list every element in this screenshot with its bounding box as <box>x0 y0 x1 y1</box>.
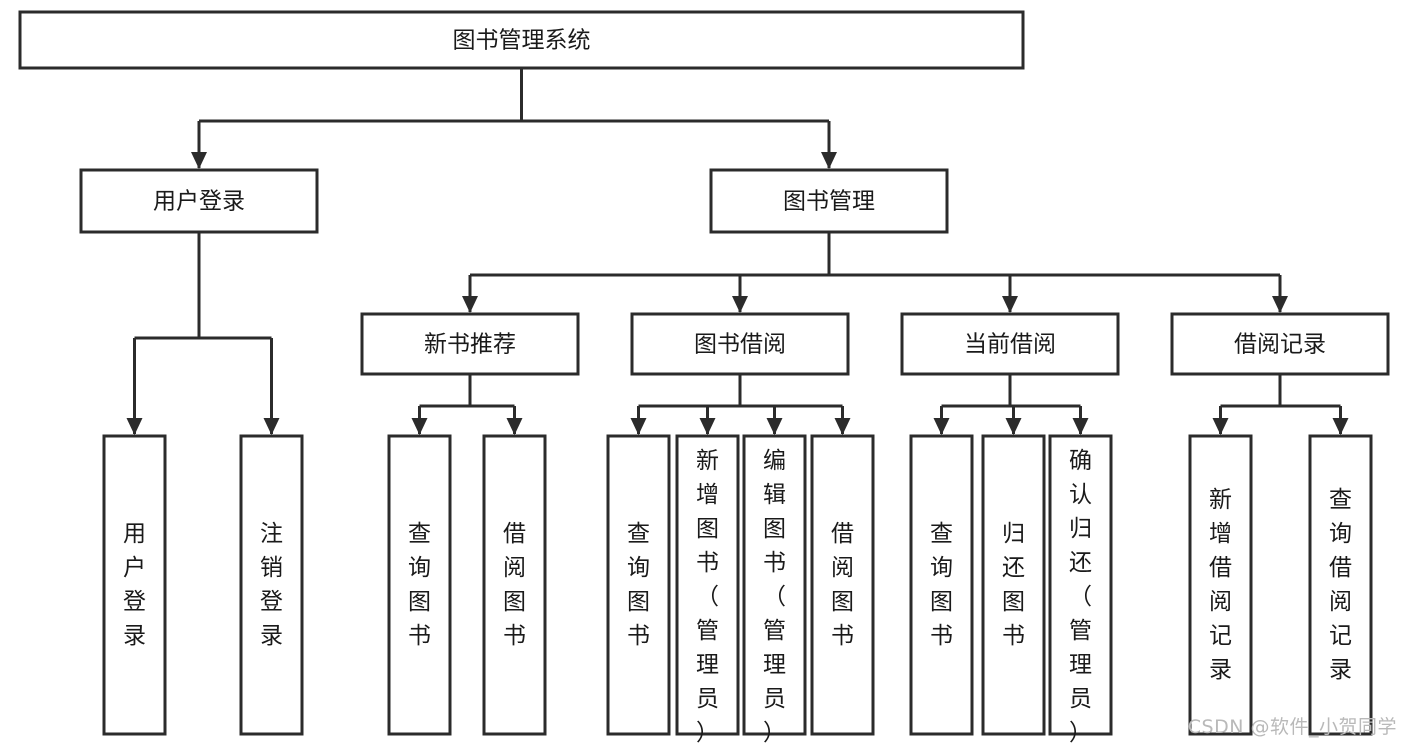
arrow-head-icon <box>506 418 523 435</box>
node-leaf-query-book-cur[interactable]: 查询图书 <box>909 434 974 736</box>
nodes-layer: 图书管理系统用户登录图书管理新书推荐图书借阅当前借阅借阅记录用户登录注销登录查询… <box>18 10 1390 746</box>
node-label-new-book-recommend: 新书推荐 <box>424 332 516 358</box>
node-current-borrow[interactable]: 当前借阅 <box>900 312 1120 376</box>
arrow-head-icon <box>1002 296 1018 313</box>
node-leaf-edit-book-admin[interactable]: 编辑图书（管理员） <box>742 434 807 746</box>
node-box-user-login <box>79 168 319 234</box>
node-label-leaf-add-book-admin: 新增图书（管理员） <box>696 448 719 746</box>
node-label-user-login: 用户登录 <box>153 189 245 215</box>
arrow-head-icon <box>263 418 280 435</box>
edge-group-user-login <box>126 232 280 435</box>
node-label-leaf-query-book-cur: 查询图书 <box>930 521 953 649</box>
arrow-head-icon <box>821 152 837 169</box>
node-label-borrow-record: 借阅记录 <box>1234 332 1326 358</box>
arrow-head-icon <box>732 296 748 313</box>
edge-group-new-book-recommend <box>411 374 523 435</box>
arrow-head-icon <box>834 418 851 435</box>
node-leaf-query-borrow-record[interactable]: 查询借阅记录 <box>1308 434 1373 736</box>
node-box-leaf-query-book-borrow <box>606 434 671 736</box>
arrow-head-icon <box>630 418 647 435</box>
node-label-leaf-borrow-book: 借阅图书 <box>831 521 854 649</box>
arrow-head-icon <box>191 152 207 169</box>
node-label-leaf-query-borrow-record: 查询借阅记录 <box>1329 487 1352 683</box>
node-box-book-borrow <box>630 312 850 376</box>
node-box-current-borrow <box>900 312 1120 376</box>
node-box-leaf-user-logout <box>239 434 304 736</box>
node-box-book-manage <box>709 168 949 234</box>
node-leaf-query-book-rec[interactable]: 查询图书 <box>387 434 452 736</box>
edges-layer <box>126 68 1349 435</box>
node-label-root: 图书管理系统 <box>453 28 591 54</box>
edge-group-book-manage <box>462 232 1288 313</box>
node-user-login[interactable]: 用户登录 <box>79 168 319 234</box>
node-label-current-borrow: 当前借阅 <box>964 332 1056 358</box>
edge-group-borrow-record <box>1212 374 1349 435</box>
arrow-head-icon <box>411 418 428 435</box>
node-box-leaf-add-book-admin <box>675 434 740 736</box>
node-leaf-add-book-admin[interactable]: 新增图书（管理员） <box>675 434 740 746</box>
node-label-book-borrow: 图书借阅 <box>694 332 786 358</box>
arrow-head-icon <box>1005 418 1022 435</box>
node-book-borrow[interactable]: 图书借阅 <box>630 312 850 376</box>
node-box-leaf-borrow-book-rec <box>482 434 547 736</box>
edge-group-current-borrow <box>933 374 1089 435</box>
node-label-leaf-user-logout: 注销登录 <box>260 521 283 649</box>
node-leaf-borrow-book[interactable]: 借阅图书 <box>810 434 875 736</box>
node-leaf-user-logout[interactable]: 注销登录 <box>239 434 304 736</box>
edge-group-root <box>191 68 837 169</box>
arrow-head-icon <box>1272 296 1288 313</box>
node-label-leaf-user-login: 用户登录 <box>123 521 146 649</box>
node-book-manage[interactable]: 图书管理 <box>709 168 949 234</box>
node-label-leaf-confirm-return-admin: 确认归还（管理员） <box>1069 448 1092 746</box>
watermark-label: CSDN @软件_小贺同学 <box>1187 716 1397 738</box>
node-leaf-user-login[interactable]: 用户登录 <box>102 434 167 736</box>
arrow-head-icon <box>462 296 478 313</box>
node-label-leaf-borrow-book-rec: 借阅图书 <box>503 521 526 649</box>
node-box-leaf-return-book <box>981 434 1046 736</box>
node-leaf-return-book[interactable]: 归还图书 <box>981 434 1046 736</box>
node-leaf-borrow-book-rec[interactable]: 借阅图书 <box>482 434 547 736</box>
node-label-leaf-query-book-borrow: 查询图书 <box>627 521 650 649</box>
node-box-root <box>18 10 1025 70</box>
node-box-leaf-query-borrow-record <box>1308 434 1373 736</box>
edge-group-book-borrow <box>630 374 851 435</box>
arrow-head-icon <box>933 418 950 435</box>
node-box-borrow-record <box>1170 312 1390 376</box>
arrow-head-icon <box>1072 418 1089 435</box>
node-box-new-book-recommend <box>360 312 580 376</box>
node-box-leaf-edit-book-admin <box>742 434 807 736</box>
node-label-book-manage: 图书管理 <box>783 189 875 215</box>
node-box-leaf-add-borrow-record <box>1188 434 1253 736</box>
node-label-leaf-return-book: 归还图书 <box>1002 521 1025 649</box>
node-box-leaf-query-book-cur <box>909 434 974 736</box>
arrow-head-icon <box>126 418 143 435</box>
node-leaf-confirm-return-admin[interactable]: 确认归还（管理员） <box>1048 434 1113 746</box>
arrow-head-icon <box>699 418 716 435</box>
node-root[interactable]: 图书管理系统 <box>18 10 1025 70</box>
node-label-leaf-add-borrow-record: 新增借阅记录 <box>1209 487 1232 683</box>
node-leaf-add-borrow-record[interactable]: 新增借阅记录 <box>1188 434 1253 736</box>
arrow-head-icon <box>766 418 783 435</box>
node-box-leaf-query-book-rec <box>387 434 452 736</box>
node-leaf-query-book-borrow[interactable]: 查询图书 <box>606 434 671 736</box>
arrow-head-icon <box>1332 418 1349 435</box>
node-label-leaf-query-book-rec: 查询图书 <box>408 521 431 649</box>
node-box-leaf-confirm-return-admin <box>1048 434 1113 736</box>
node-borrow-record[interactable]: 借阅记录 <box>1170 312 1390 376</box>
node-box-leaf-borrow-book <box>810 434 875 736</box>
arrow-head-icon <box>1212 418 1229 435</box>
node-label-leaf-edit-book-admin: 编辑图书（管理员） <box>763 448 786 746</box>
node-box-leaf-user-login <box>102 434 167 736</box>
node-new-book-recommend[interactable]: 新书推荐 <box>360 312 580 376</box>
